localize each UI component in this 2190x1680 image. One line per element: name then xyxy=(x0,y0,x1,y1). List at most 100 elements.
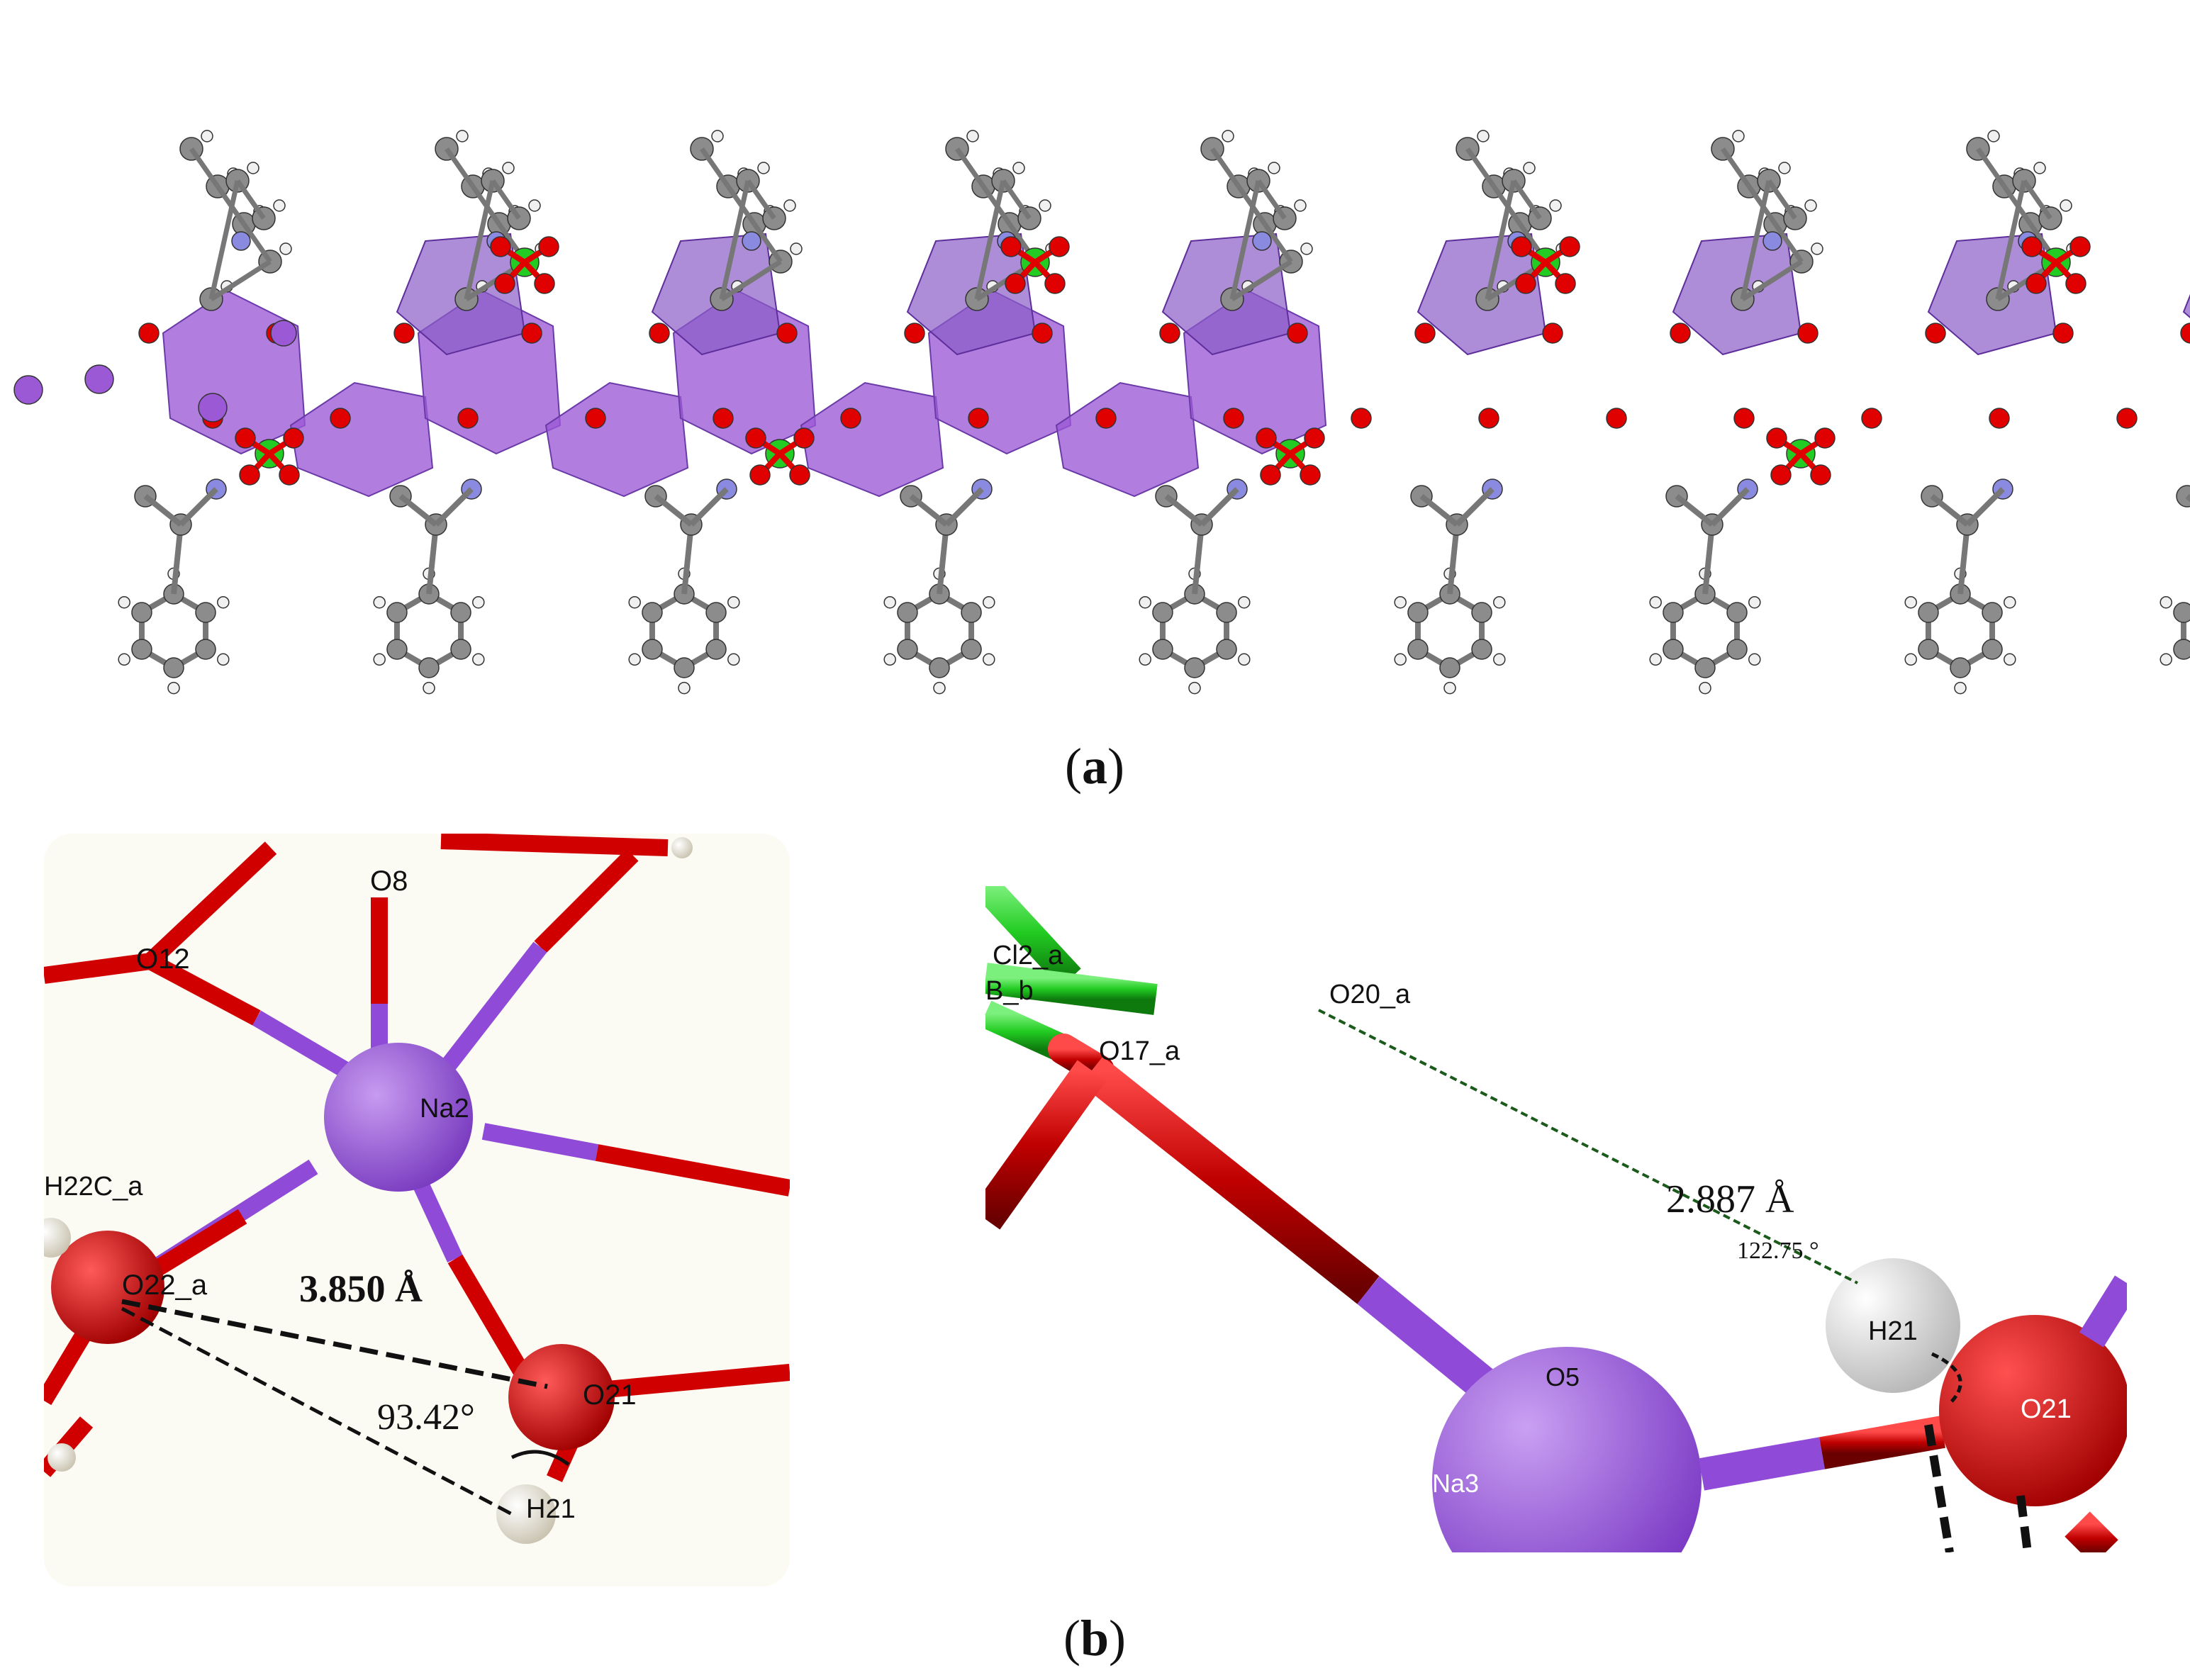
oxygen-atom xyxy=(235,427,256,449)
bond xyxy=(143,493,183,527)
hydrogen-atom xyxy=(1294,199,1307,212)
bond xyxy=(1465,147,1496,189)
oxygen-atom xyxy=(649,323,670,344)
carbon-atom xyxy=(1982,639,2003,660)
h-atom-small xyxy=(48,1443,76,1472)
bond xyxy=(1231,259,1292,301)
bond xyxy=(242,222,272,264)
hydrogen-atom xyxy=(1987,130,2000,142)
oxygen-atom xyxy=(1810,464,1831,486)
label-h22c: H22C_a xyxy=(44,1172,143,1202)
hydrogen-atom xyxy=(1394,595,1407,609)
bond xyxy=(752,222,783,264)
left-inset-structure: O8 O12 Na2 H22C_a O22_a O21 H21 3.850 Å … xyxy=(44,834,790,1544)
distance-value-right: 2.887 Å xyxy=(1666,1177,1794,1221)
label-o8: O8 xyxy=(370,866,408,897)
label-b: B_b xyxy=(985,976,1034,1006)
hydrogen-atom xyxy=(757,162,770,174)
oxygen-atom xyxy=(138,323,160,344)
hydrogen-atom xyxy=(933,681,946,695)
hydrogen-atom xyxy=(883,653,896,666)
oxygen-atom xyxy=(283,427,304,449)
label-o21-right: O21 xyxy=(2021,1394,2072,1424)
bond xyxy=(1741,259,1803,301)
oxygen-atom xyxy=(1511,236,1532,257)
oxygen-atom xyxy=(968,408,989,429)
carbon-atom xyxy=(674,657,695,678)
sodium-atom xyxy=(13,375,43,405)
bond xyxy=(1192,524,1205,595)
o22-atom xyxy=(51,1231,164,1344)
hydrogen-atom xyxy=(783,199,796,212)
bond xyxy=(1995,180,2027,300)
hydrogen-atom xyxy=(1493,595,1506,609)
carbon-atom xyxy=(705,602,727,623)
sodium-atom xyxy=(270,320,297,347)
bond xyxy=(689,487,729,527)
h22c-atom xyxy=(44,1218,71,1258)
oxygen-atom xyxy=(1300,464,1321,486)
bond xyxy=(1721,147,1751,189)
oxygen-atom xyxy=(534,273,555,294)
bond xyxy=(1767,179,1797,220)
hydrogen-atom xyxy=(118,653,130,666)
distance-line xyxy=(121,1299,548,1389)
bond xyxy=(654,493,693,527)
carbon-atom xyxy=(705,639,727,660)
angle-value: 93.42° xyxy=(377,1397,475,1438)
distance-value: 3.850 Å xyxy=(299,1267,423,1310)
bond xyxy=(1702,524,1715,595)
hydrogen-atom xyxy=(678,681,691,695)
hydrogen-atom xyxy=(1904,595,1917,609)
panel-b-right-inset: Cl2_a B_b O20_a O17_a O5 Na3 H21 O21 2.8… xyxy=(985,886,2127,1552)
bond xyxy=(1740,180,1772,300)
hydrogen-atom xyxy=(1649,595,1662,609)
bond xyxy=(235,179,266,220)
carbon-atom xyxy=(131,639,152,660)
oxygen-atom xyxy=(330,408,351,429)
hydrogen-atom xyxy=(628,595,641,609)
oxygen-atom xyxy=(1287,323,1308,344)
hydrogen-atom xyxy=(1904,653,1917,666)
bond xyxy=(909,493,949,527)
oxygen-atom xyxy=(2026,273,2047,294)
oxygen-atom xyxy=(1049,236,1070,257)
oxygen-atom xyxy=(1304,427,1325,449)
oxygen-atom xyxy=(2065,273,2086,294)
hydrogen-atom xyxy=(1804,199,1817,212)
carbon-atom xyxy=(1694,657,1716,678)
oxygen-atom xyxy=(1351,408,1372,429)
bond xyxy=(1001,179,1032,220)
oxygen-atom xyxy=(585,408,606,429)
carbon-atom xyxy=(1982,602,2003,623)
bond xyxy=(1256,179,1287,220)
bond xyxy=(1263,222,1293,264)
carbon-atom xyxy=(929,657,950,678)
hydrogen-atom xyxy=(628,653,641,666)
na-polyhedron xyxy=(800,381,944,498)
oxygen-atom xyxy=(1000,236,1022,257)
label-o17: O17_a xyxy=(1099,1036,1180,1066)
label-o20: O20_a xyxy=(1329,980,1411,1009)
label-o5: O5 xyxy=(1546,1362,1580,1391)
label-o21: O21 xyxy=(583,1379,637,1411)
oxygen-atom xyxy=(490,236,511,257)
bond xyxy=(1710,487,1750,527)
hydrogen-atom xyxy=(727,653,740,666)
carbon-atom xyxy=(642,639,663,660)
carbon-atom xyxy=(1152,602,1173,623)
carbon-atom xyxy=(1471,602,1492,623)
hydrogen-atom xyxy=(1139,595,1151,609)
hydrogen-atom xyxy=(1268,162,1280,174)
hydrogen-atom xyxy=(1523,162,1536,174)
bond xyxy=(1976,147,2006,189)
carbon-atom xyxy=(386,602,408,623)
oxygen-atom xyxy=(1159,323,1180,344)
caption-b-letter: b xyxy=(1080,1610,1110,1667)
oxygen-atom xyxy=(1797,323,1819,344)
oxygen-atom xyxy=(393,323,415,344)
bond xyxy=(720,259,782,301)
carbon-atom xyxy=(642,602,663,623)
nitrogen-atom xyxy=(231,231,251,251)
bond xyxy=(974,180,1006,300)
